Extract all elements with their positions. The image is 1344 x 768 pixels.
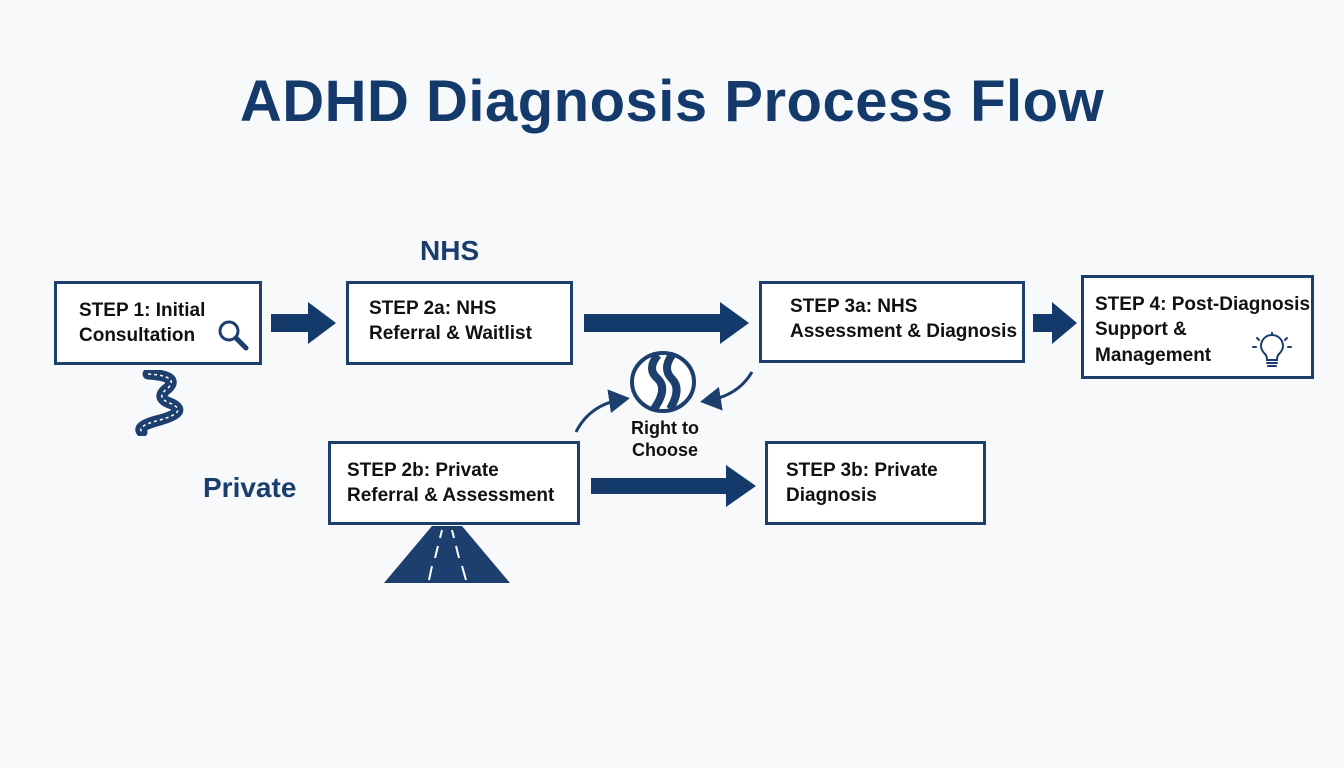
magnifier-icon [218,320,249,351]
step-4-post-diagnosis: STEP 4: Post-Diagnosis Support & Managem… [1081,275,1314,379]
arrow-step3a-to-right-to-choose [700,371,754,411]
step-1-initial-consultation: STEP 1: Initial Consultation [54,281,262,365]
step-2a-title: STEP 2a: NHS [369,298,497,319]
arrow-step2b-to-right-to-choose [574,389,630,433]
lane-label-nhs: NHS [420,235,480,266]
step-3b-private-diagnosis: STEP 3b: Private Diagnosis [765,441,986,525]
step-2b-subtitle: Referral & Assessment [347,485,555,507]
step-3a-subtitle: Assessment & Diagnosis [790,321,1018,343]
step-1-title: STEP 1: Initial [79,300,206,321]
step-3a-nhs-assessment: STEP 3a: NHS Assessment & Diagnosis [759,281,1025,363]
arrow-step2a-to-step3a [584,302,749,344]
arrow-step1-to-step2a [271,302,336,344]
page-title: ADHD Diagnosis Process Flow [239,69,1105,134]
curvy-road-circle-icon [630,351,696,413]
highway-icon [384,526,510,583]
winding-road-icon [135,370,184,436]
lightbulb-icon [1252,332,1292,367]
step-4-line-2: Support & [1095,319,1187,341]
step-4-line-3: Management [1095,344,1212,366]
right-to-choose-line-2: Choose [631,439,698,460]
lane-label-private: Private [203,472,297,503]
step-2b-title: STEP 2b: Private [347,460,499,481]
right-to-choose-line-1: Right to [631,418,699,438]
step-3b-title: STEP 3b: Private [786,460,938,481]
right-to-choose-label: Right to Choose [612,418,718,461]
step-2a-nhs-referral: STEP 2a: NHS Referral & Waitlist [346,281,573,365]
step-1-subtitle: Consultation [79,325,196,347]
step-3a-title: STEP 3a: NHS [790,296,918,317]
arrow-step3a-to-step4 [1033,302,1077,344]
step-2b-private-referral: STEP 2b: Private Referral & Assessment [328,441,580,525]
arrow-step2b-to-step3b [591,465,756,507]
step-2a-subtitle: Referral & Waitlist [369,323,532,345]
step-4-title: STEP 4: Post-Diagnosis [1095,294,1311,315]
step-3b-subtitle: Diagnosis [786,485,877,507]
